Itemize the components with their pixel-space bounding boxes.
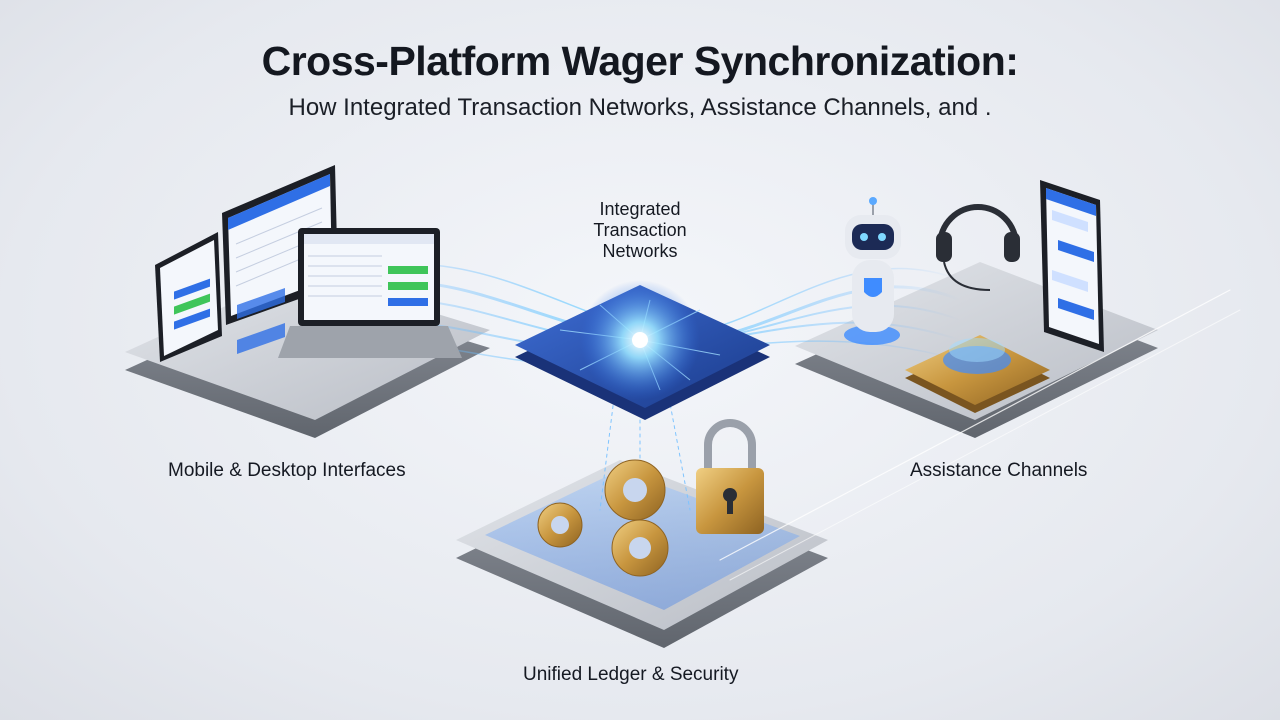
node-label-ledger: Unified Ledger & Security [523, 664, 739, 685]
hologram-base [905, 335, 1050, 413]
page-subtitle: How Integrated Transaction Networks, Ass… [288, 94, 992, 121]
network-chip-icon [515, 280, 770, 420]
node-label-network: Integrated Transaction Networks [593, 199, 687, 261]
node-label-devices: Mobile & Desktop Interfaces [168, 460, 406, 481]
tablet-icon [155, 232, 222, 362]
node-label-assistance: Assistance Channels [910, 460, 1088, 481]
page-title: Cross-Platform Wager Synchronization: [261, 38, 1019, 84]
robot-icon [844, 197, 901, 345]
headset-icon [936, 204, 1020, 291]
laptop-icon [278, 228, 462, 358]
floating-ui-cards [237, 288, 285, 354]
smartphone-icon [1040, 180, 1104, 352]
padlock-icon [696, 419, 764, 534]
